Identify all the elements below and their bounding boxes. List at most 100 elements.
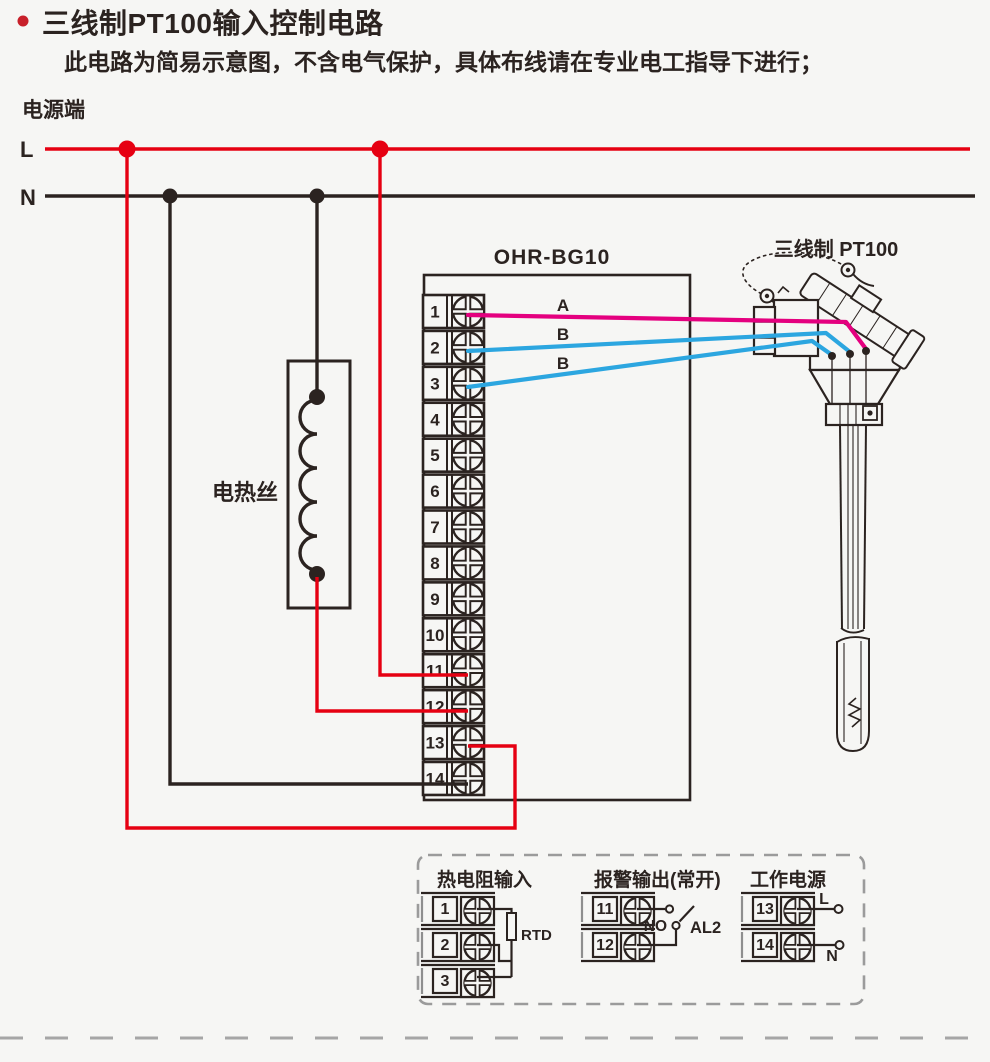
terminal-number: 3 [441, 973, 450, 990]
live-wire-to-terminal-13 [125, 149, 517, 830]
terminal-number: 2 [430, 338, 439, 357]
wire-label-b2: B [557, 354, 569, 373]
no-contact-label: NO [644, 918, 667, 935]
sensor-wire-b2 [465, 338, 835, 390]
terminal-number: 10 [426, 626, 445, 645]
sensor-wire-a [465, 312, 869, 352]
terminal-row: 3 [421, 365, 486, 402]
terminal-number: 13 [756, 901, 774, 918]
terminal-number: 6 [430, 482, 439, 501]
terminal-row: 2 [421, 329, 486, 366]
terminal-number: 9 [430, 590, 439, 609]
terminal-row: 9 [421, 581, 486, 617]
junction-dot [162, 188, 178, 204]
terminal-row: 7 [421, 509, 486, 545]
legend-terminal-row: 13 [740, 891, 816, 927]
rtd-resistor-icon [506, 912, 517, 941]
legend-neutral-label: N [826, 948, 838, 965]
rtd-element-icon [847, 697, 862, 728]
live-line-label: L [20, 137, 33, 162]
terminal-row: 6 [421, 473, 486, 509]
coil-top-dot [309, 389, 325, 405]
live-wire-to-terminal-11 [378, 149, 468, 677]
sensor-stem [839, 424, 843, 630]
terminal-number: 1 [430, 303, 439, 322]
legend-group3-title: 工作电源 [750, 868, 826, 891]
bullet-icon [17, 15, 29, 27]
sensor-neck [808, 368, 901, 406]
terminal-number: 11 [597, 901, 614, 918]
legend-group2-title: 报警输出(常开) [594, 868, 721, 891]
terminal-number: 8 [430, 554, 439, 573]
junction-dot [118, 140, 136, 158]
terminal-row: 10 [421, 616, 486, 653]
legend-alarm-wiring [637, 904, 695, 947]
alarm-output-label: AL2 [690, 919, 721, 937]
post-dot [846, 350, 854, 358]
terminal-number: 4 [430, 410, 440, 429]
terminal-number: 12 [426, 698, 445, 717]
post-dot [862, 347, 870, 355]
terminal-number: 2 [441, 937, 450, 954]
switch-blade-icon [678, 905, 695, 923]
heater-wire-to-terminal-12 [315, 577, 468, 713]
collar-plate [862, 405, 878, 421]
terminal-row: 8 [421, 545, 486, 581]
sensor-tube-tip [836, 638, 870, 753]
terminal-row: 1 [421, 293, 486, 330]
contact-point [664, 904, 675, 914]
terminal-number: 11 [426, 662, 444, 681]
power-label: 电源端 [22, 99, 85, 122]
terminal-number: 14 [756, 937, 774, 954]
legend-live-label: L [819, 891, 829, 908]
page-subtitle: 此电路为简易示意图，不含电气保护，具体布线请在专业电工指导下进行； [64, 49, 823, 75]
terminal-number: 13 [426, 734, 445, 753]
terminal-number: 3 [430, 374, 439, 393]
junction-dot [371, 140, 389, 158]
post-dot [828, 352, 836, 360]
rtd-label: RTD [521, 927, 552, 944]
stem-break [840, 627, 865, 634]
contact-point [671, 920, 681, 931]
contact-point [833, 904, 844, 914]
legend-terminal-row: 11 [580, 891, 656, 927]
sensor-wire-b1 [465, 330, 853, 355]
legend-border [416, 853, 866, 1006]
sensor-collar [824, 402, 884, 427]
legend-rtd-wiring [477, 907, 517, 979]
terminal-row: 12 [421, 688, 486, 725]
terminal-number: 7 [430, 518, 439, 537]
coil-bottom-dot [309, 566, 325, 582]
contact-point [834, 940, 845, 950]
terminal-row: 4 [421, 401, 486, 438]
pt100-sensor: 三线制 PT100 [742, 237, 926, 753]
legend-terminal-row: 1 [420, 891, 496, 927]
legend-terminal-row: 12 [580, 927, 656, 963]
junction-dot [309, 188, 325, 204]
terminal-number: 5 [430, 446, 439, 465]
neutral-line-label: N [20, 185, 36, 210]
lid-lever [852, 273, 875, 287]
heater-box [286, 359, 352, 610]
page-title: 三线制PT100输入控制电路 [42, 7, 384, 39]
wire-label-a: A [557, 296, 569, 315]
terminal-number: 12 [596, 937, 614, 954]
terminal-row: 13 [421, 724, 486, 761]
legend-power-wiring [797, 904, 845, 950]
terminal-row: 5 [421, 437, 486, 473]
heater-coil-icon [298, 398, 318, 572]
legend-terminal-row: 14 [740, 927, 816, 963]
neutral-wire-to-terminal-14 [168, 196, 468, 786]
terminal-row: 14 [421, 760, 486, 797]
legend-group1-title: 热电阻输入 [437, 868, 532, 891]
sensor-body [772, 298, 820, 358]
sensor-label: 三线制 PT100 [774, 237, 898, 261]
legend-terminal-row: 2 [420, 927, 496, 963]
heater-label: 电热丝 [212, 480, 278, 505]
controller-label: OHR-BG10 [494, 246, 611, 269]
